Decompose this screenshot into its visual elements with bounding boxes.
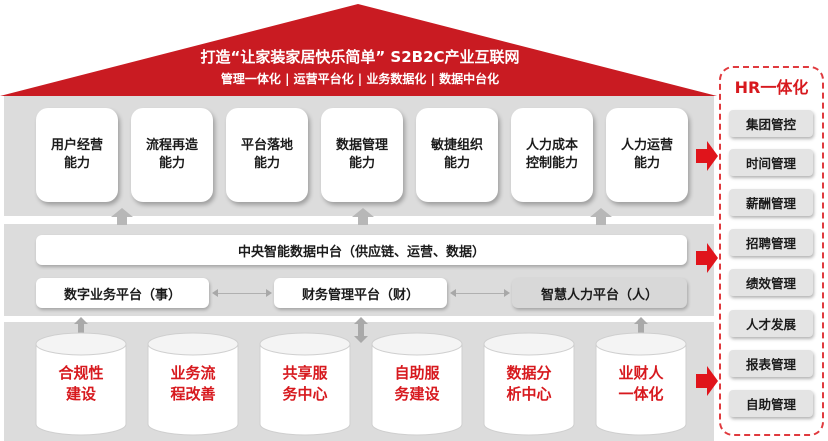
roof-title: 打造“让家装家居快乐简单” S2B2C产业互联网 [200, 48, 520, 66]
capability-card: 人力运营 能力 [606, 108, 688, 202]
capability-label: 数据管理 能力 [335, 138, 388, 171]
foundation-cylinder: 共享服 务中心 [259, 332, 351, 436]
arrowhead-right-icon [266, 289, 272, 297]
capability-label: 流程再造 能力 [145, 138, 198, 171]
red-arrow-right-icon [696, 141, 718, 171]
connector-line [216, 293, 268, 294]
capability-card: 数据管理 能力 [321, 108, 403, 202]
capability-card: 人力成本 控制能力 [511, 108, 593, 202]
foundation-label: 业财人 一体化 [618, 364, 664, 403]
foundation-label: 自助服 务建设 [394, 364, 440, 403]
roof-banner [0, 4, 717, 96]
connector-line [454, 293, 506, 294]
smart-hr-platform: 智慧人力平台（人） [512, 278, 687, 308]
finance-platform: 财务管理平台（财） [274, 278, 447, 308]
central-data-platform: 中央智能数据中台（供应链、运营、数据） [36, 235, 687, 265]
arrowhead-right-icon [504, 289, 510, 297]
hr-panel-title: HR一体化 [734, 78, 809, 97]
up-arrow-icon [352, 208, 374, 217]
hr-item: 薪酬管理 [729, 189, 813, 216]
up-arrow-stem [596, 217, 606, 225]
double-arrow-icon [354, 317, 368, 343]
foundation-cylinder: 数据分 析中心 [483, 332, 575, 436]
capability-label: 敏捷组织 能力 [430, 138, 483, 171]
hr-integration-panel [719, 66, 824, 436]
foundation-label: 合规性 建设 [58, 364, 104, 403]
red-arrow-right-icon [696, 366, 718, 396]
hr-item: 自助管理 [729, 390, 813, 417]
hr-item: 招聘管理 [729, 229, 813, 256]
hr-item: 绩效管理 [729, 269, 813, 296]
up-arrow-icon [111, 208, 133, 217]
up-arrow-stem [117, 217, 127, 225]
capability-card: 平台落地 能力 [226, 108, 308, 202]
hr-item: 报表管理 [729, 350, 813, 377]
hr-item: 集团管控 [729, 110, 813, 137]
capability-label: 人力成本 控制能力 [525, 138, 578, 171]
hr-item: 人才发展 [729, 310, 813, 337]
foundation-label: 业务流 程改善 [170, 364, 216, 403]
roof-subtitle: 管理一体化 | 运营平台化 | 业务数据化 | 数据中台化 [220, 72, 500, 86]
foundation-label: 共享服 务中心 [282, 364, 328, 403]
foundation-cylinder: 自助服 务建设 [371, 332, 463, 436]
foundation-cylinder: 业财人 一体化 [595, 332, 687, 436]
arrowhead-left-icon [450, 289, 456, 297]
red-arrow-right-icon [696, 243, 718, 273]
capability-card: 用户经营 能力 [36, 108, 118, 202]
capability-card: 流程再造 能力 [131, 108, 213, 202]
capability-label: 用户经营 能力 [50, 138, 103, 171]
hr-item: 时间管理 [729, 149, 813, 176]
capability-label: 平台落地 能力 [240, 138, 293, 171]
digital-business-platform: 数字业务平台（事） [36, 278, 209, 308]
arrowhead-left-icon [212, 289, 218, 297]
foundation-label: 数据分 析中心 [506, 364, 552, 403]
up-arrow-icon [590, 208, 612, 217]
capability-card: 敏捷组织 能力 [416, 108, 498, 202]
foundation-cylinder: 合规性 建设 [35, 332, 127, 436]
foundation-cylinder: 业务流 程改善 [147, 332, 239, 436]
up-arrow-stem [358, 217, 368, 225]
capability-label: 人力运营 能力 [620, 138, 673, 171]
